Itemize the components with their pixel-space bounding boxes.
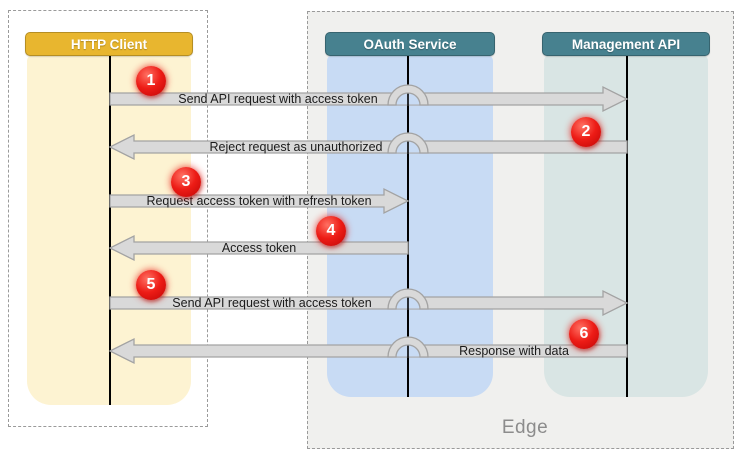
arrow-2-hop-arch	[387, 132, 429, 154]
arrow-2-body	[108, 133, 628, 161]
actor-title: Management API	[571, 36, 681, 52]
step-badge-5: 5	[136, 270, 166, 300]
arrow-6-hop-arch	[387, 336, 429, 358]
step-badge-3: 3	[171, 167, 201, 197]
arrow-5-hop-arch	[387, 288, 429, 310]
message-label-6: Response with data	[459, 344, 569, 358]
actor-title: HTTP Client	[70, 36, 148, 52]
step-badge-2: 2	[571, 117, 601, 147]
actor-header-oauth-service: OAuth Service	[325, 32, 495, 56]
edge-label: Edge	[501, 417, 549, 438]
step-badge-6: 6	[569, 319, 599, 349]
actor-header-management-api: Management API	[542, 32, 710, 56]
lifeline-management-api	[626, 55, 628, 397]
step-badge-4: 4	[316, 216, 346, 246]
message-label-5: Send API request with access token	[172, 296, 372, 310]
arrow-1-body	[109, 85, 629, 113]
arrow-1-hop-arch	[387, 84, 429, 106]
message-label-3: Request access token with refresh token	[146, 194, 372, 208]
arrow-5-body	[109, 289, 629, 317]
actor-title: OAuth Service	[363, 36, 457, 52]
lifeline-oauth-service	[407, 55, 409, 397]
message-label-1: Send API request with access token	[178, 92, 378, 106]
arrow-6-body	[108, 337, 628, 365]
actor-header-http-client: HTTP Client	[25, 32, 193, 56]
message-label-2: Reject request as unauthorized	[209, 140, 383, 154]
step-badge-1: 1	[136, 66, 166, 96]
lifeline-http-client	[109, 55, 111, 405]
message-label-4: Access token	[221, 241, 297, 255]
